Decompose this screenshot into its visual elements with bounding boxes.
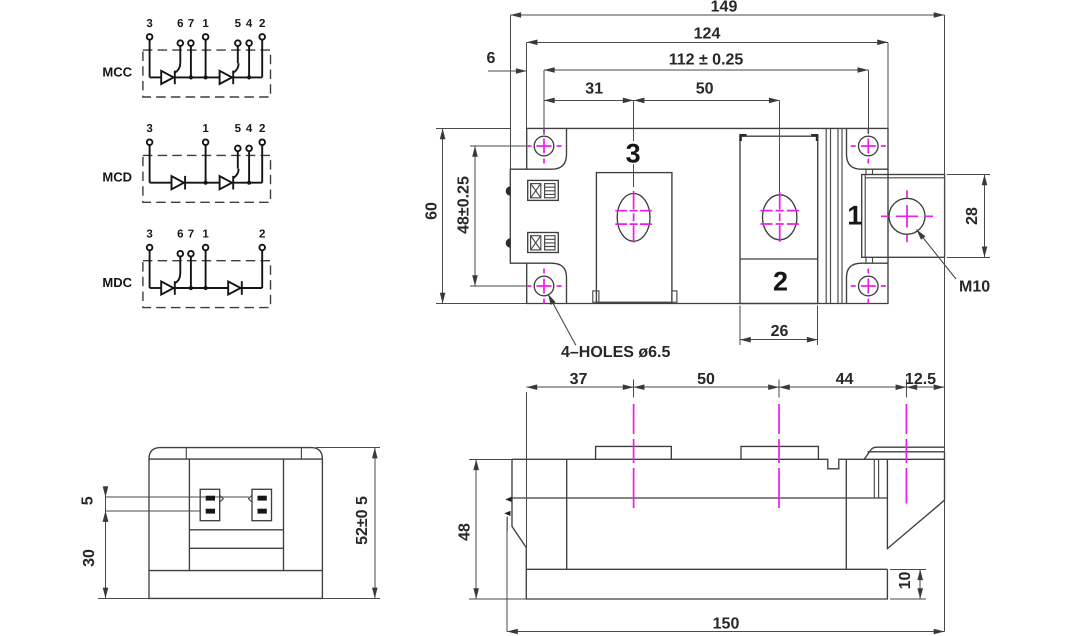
svg-text:1: 1 [202,123,209,135]
svg-text:2: 2 [259,228,265,240]
svg-text:31: 31 [585,81,603,98]
svg-text:48: 48 [457,523,474,541]
svg-text:M10: M10 [959,279,990,296]
svg-text:3: 3 [146,228,152,240]
svg-text:1: 1 [202,18,209,30]
svg-text:1: 1 [202,228,209,240]
svg-text:MDC: MDC [102,275,132,290]
svg-text:5: 5 [80,496,97,505]
svg-text:50: 50 [697,371,715,388]
svg-text:3: 3 [626,139,641,169]
svg-text:112 ± 0.25: 112 ± 0.25 [669,52,744,69]
svg-text:37: 37 [570,371,588,388]
svg-text:2: 2 [773,266,788,296]
svg-text:48±0.25: 48±0.25 [456,176,473,234]
svg-text:50: 50 [696,81,714,98]
svg-text:26: 26 [771,323,789,340]
svg-text:6: 6 [177,228,183,240]
svg-text:5: 5 [235,123,242,135]
svg-text:28: 28 [964,207,981,225]
svg-text:149: 149 [711,0,738,16]
svg-text:150: 150 [713,616,740,633]
svg-text:3: 3 [146,18,152,30]
svg-text:6: 6 [177,18,183,30]
svg-text:4: 4 [246,123,253,135]
svg-text:6: 6 [487,50,496,67]
svg-text:12.5: 12.5 [905,371,936,388]
svg-text:52±0 5: 52±0 5 [354,496,371,545]
svg-text:7: 7 [188,228,194,240]
svg-text:30: 30 [81,549,98,567]
svg-text:124: 124 [694,26,721,43]
svg-text:7: 7 [188,18,194,30]
svg-text:5: 5 [235,18,242,30]
svg-text:2: 2 [259,123,265,135]
svg-text:4: 4 [246,18,253,30]
svg-text:60: 60 [424,202,441,220]
svg-text:10: 10 [897,572,914,590]
svg-text:1: 1 [847,200,862,230]
svg-text:MCD: MCD [102,170,132,185]
svg-text:MCC: MCC [102,64,132,79]
svg-text:3: 3 [146,123,152,135]
svg-text:44: 44 [836,371,854,388]
svg-text:2: 2 [259,18,265,30]
svg-text:4–HOLES ø6.5: 4–HOLES ø6.5 [561,344,670,361]
